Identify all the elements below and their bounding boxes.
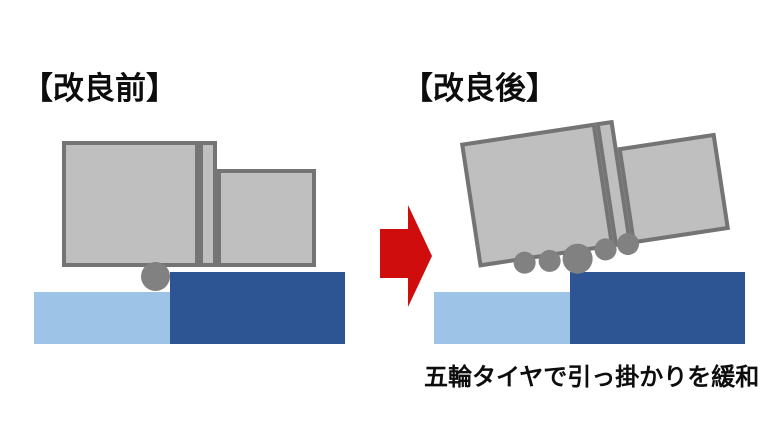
upper-step-after: [570, 272, 745, 344]
lower-step-before: [34, 292, 170, 344]
before-title-label: 【改良前】: [22, 71, 177, 106]
suitcase-handle-strip: [199, 141, 217, 267]
suitcase-before: [62, 141, 316, 291]
suitcase-rear-box: [617, 132, 730, 245]
improvement-arrow-icon: [380, 205, 432, 307]
upper-step-before: [170, 272, 345, 344]
suitcase-wheel: [141, 262, 170, 291]
suitcase-after: [460, 105, 730, 276]
suitcase-front-box: [460, 122, 615, 268]
suitcase-front-box: [62, 141, 199, 267]
suitcase-rear-box: [217, 169, 316, 267]
after-title-label: 【改良後】: [402, 71, 557, 106]
after-caption-label: 五輪タイヤで引っ掛かりを緩和: [424, 364, 760, 391]
lower-step-after: [434, 292, 570, 344]
